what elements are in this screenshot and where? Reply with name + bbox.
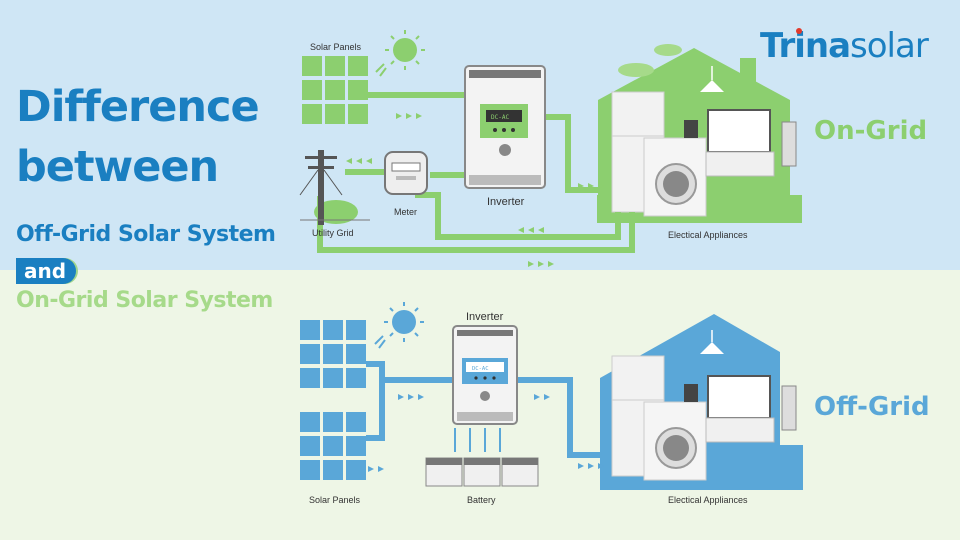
brand-regular: solar — [850, 26, 929, 66]
off-grid-solar-panels — [300, 320, 366, 480]
off-grid-system-subtitle: Off-Grid Solar System — [16, 222, 276, 247]
off-grid-appliances-label: Electical Appliances — [668, 495, 748, 505]
title-line-1: Difference — [16, 82, 260, 132]
off-grid-inverter-screen: DC-AC — [472, 366, 489, 372]
on-grid-solar-panels — [302, 56, 368, 124]
trina-solar-logo: Trinasolar — [760, 26, 929, 66]
off-grid-appliances — [611, 355, 797, 481]
on-grid-sun-icon — [375, 30, 425, 77]
battery-icon — [425, 428, 539, 487]
and-badge: and — [16, 258, 77, 284]
on-grid-solar-panels-label: Solar Panels — [310, 42, 362, 52]
meter-icon — [384, 151, 428, 195]
off-grid-inverter-icon — [452, 325, 518, 425]
on-grid-flow-arrows — [346, 113, 604, 267]
logo-dot-icon — [796, 28, 802, 34]
title-line-2: between — [16, 142, 219, 192]
off-grid-sun-icon — [374, 302, 424, 349]
off-grid-inverter-label: Inverter — [466, 311, 504, 323]
battery-label: Battery — [467, 495, 496, 505]
on-grid-inverter-icon — [464, 65, 546, 189]
brand-bold: Trina — [760, 26, 851, 66]
meter-label: Meter — [394, 207, 418, 217]
off-grid-solar-panels-label: Solar Panels — [309, 495, 361, 505]
on-grid-inverter-label: Inverter — [487, 196, 525, 208]
on-grid-system-subtitle: On-Grid Solar System — [16, 288, 273, 313]
off-grid-flow-arrows — [368, 394, 604, 472]
on-grid-inverter-screen: DC-AC — [491, 114, 509, 121]
utility-pole-icon — [299, 150, 370, 225]
off-grid-wires — [366, 361, 605, 458]
on-grid-heading: On-Grid — [814, 116, 928, 146]
off-grid-heading: Off-Grid — [814, 392, 930, 422]
on-grid-appliances-label: Electical Appliances — [668, 230, 748, 240]
on-grid-appliances — [611, 91, 797, 217]
utility-grid-label: Utility Grid — [312, 228, 354, 238]
